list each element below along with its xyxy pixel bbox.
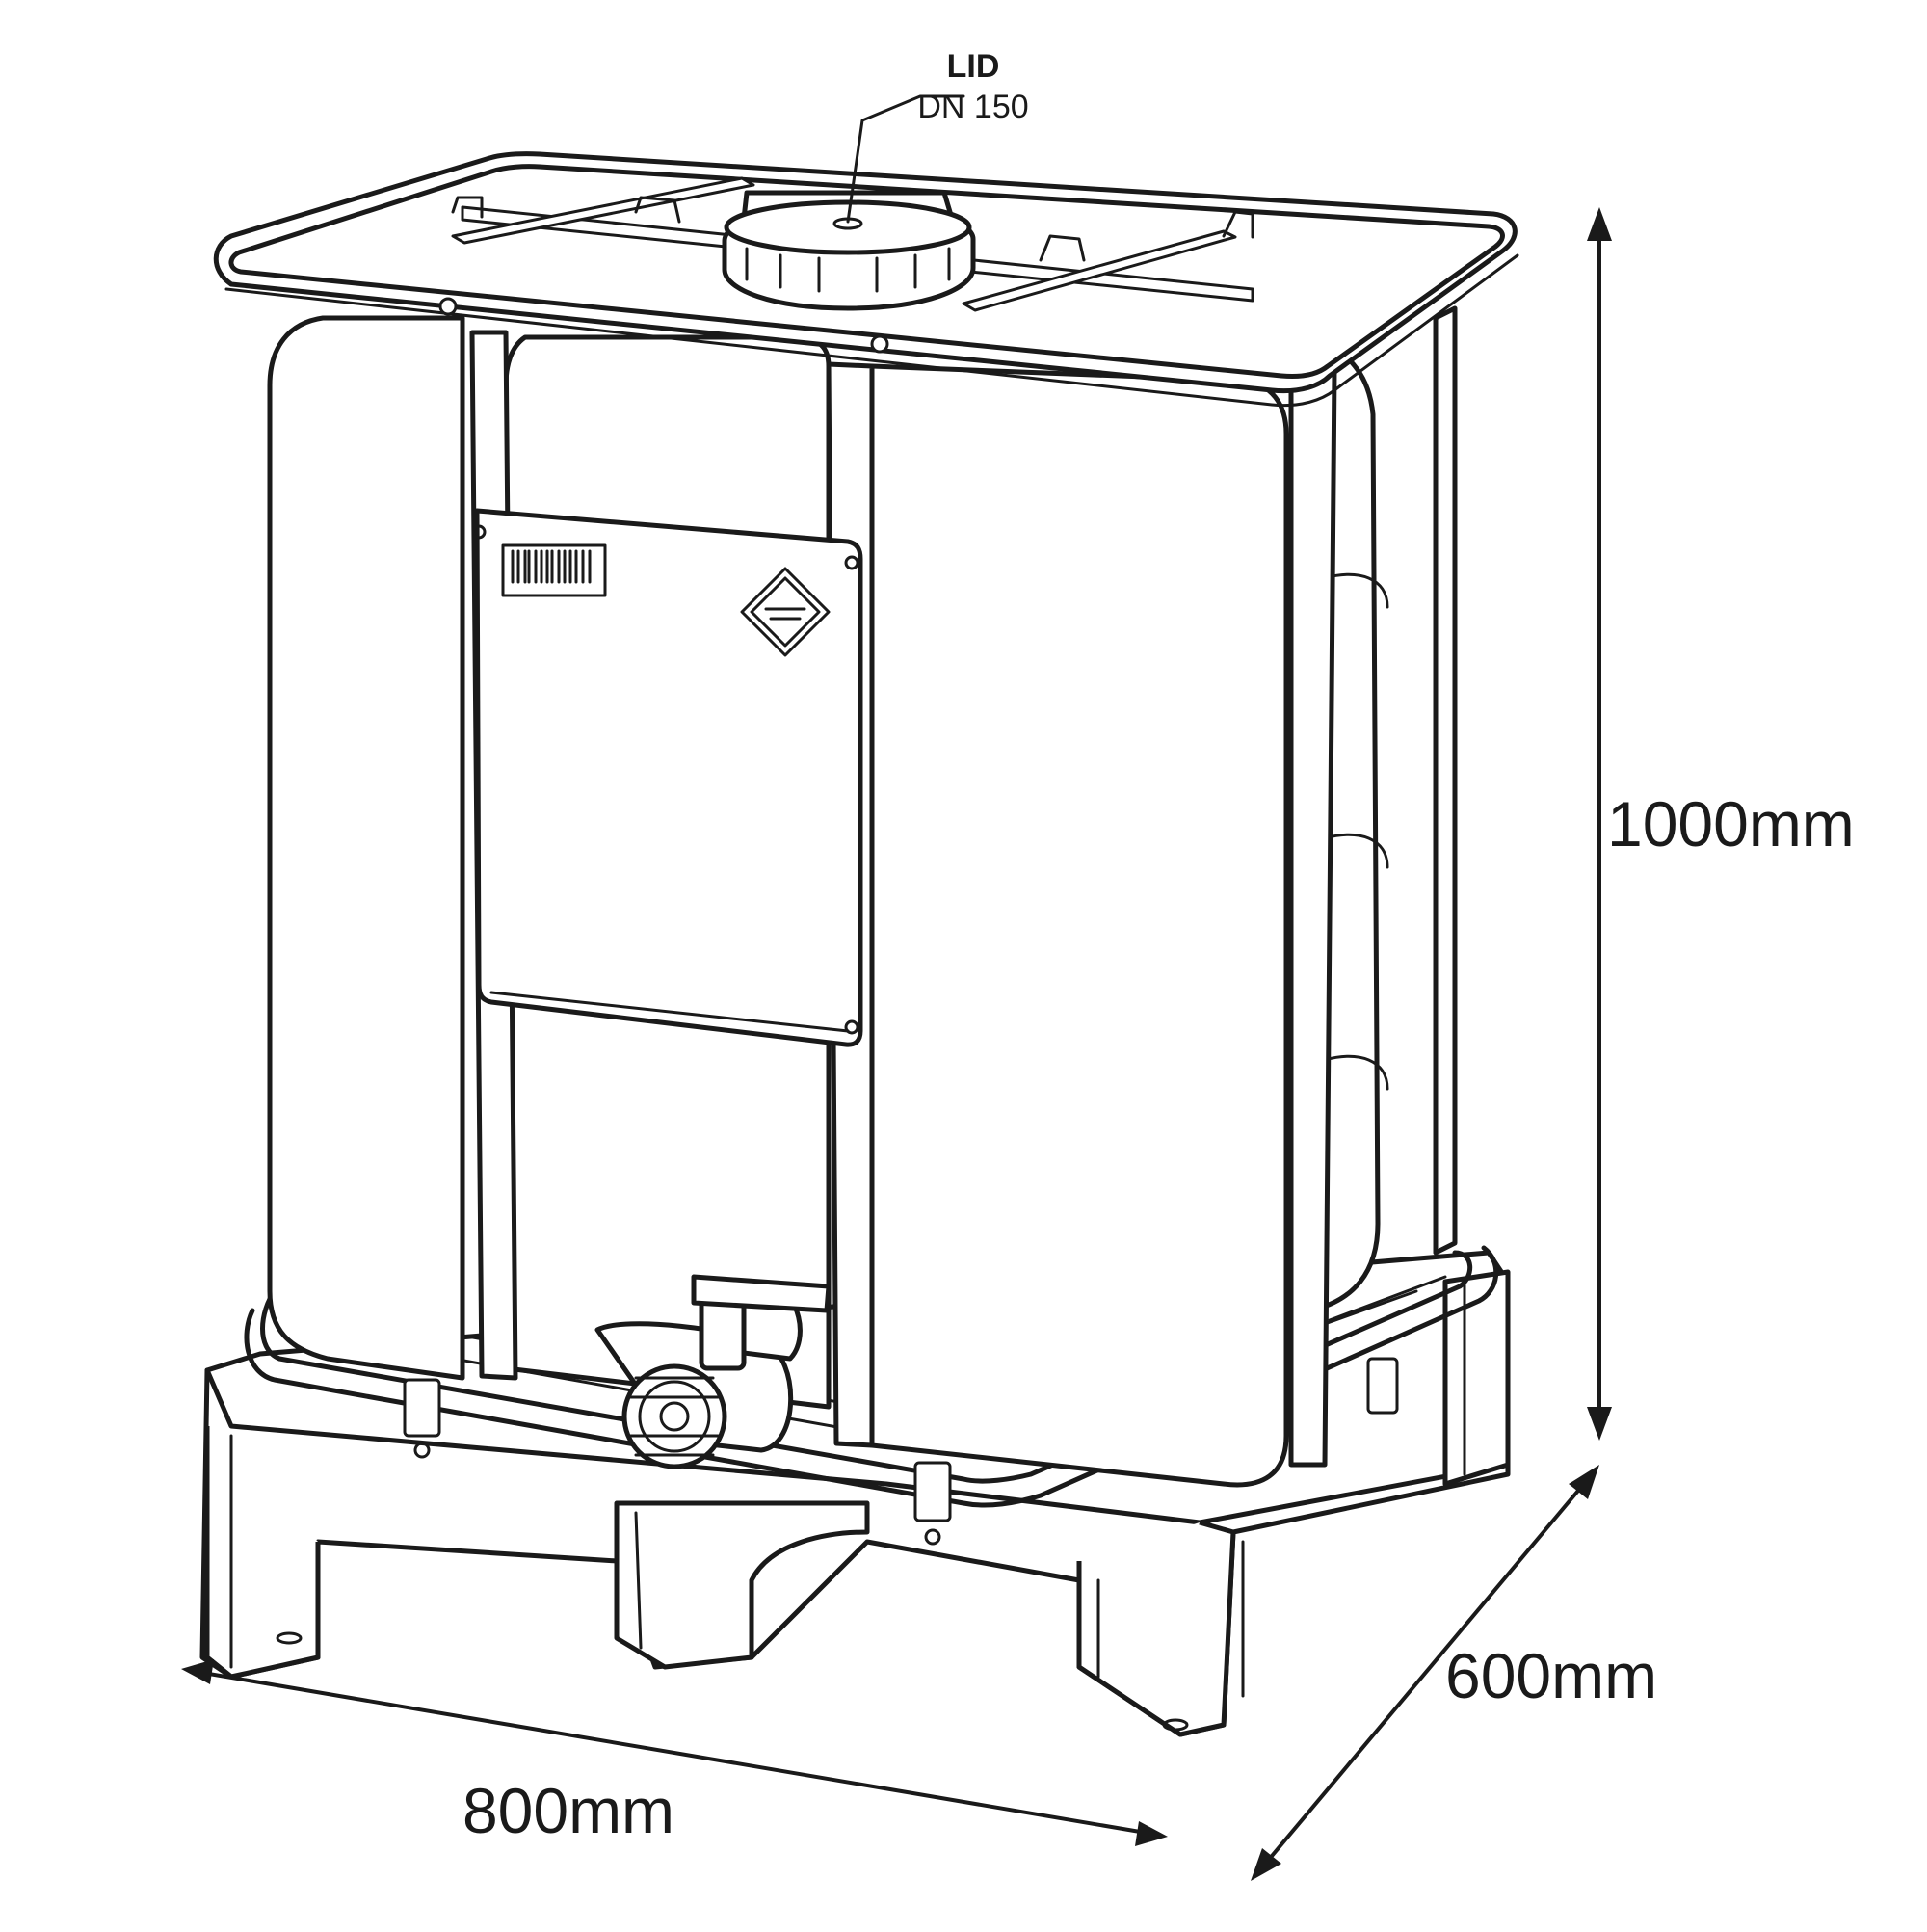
dimension-width-label: 800mm: [462, 1775, 674, 1846]
barcode-icon: [501, 543, 607, 597]
arrowhead-down-left-icon: [1251, 1848, 1281, 1881]
arrowhead-down-icon: [1587, 1407, 1612, 1441]
dimension-depth-label: 600mm: [1445, 1640, 1657, 1711]
dimension-height-label: 1000mm: [1607, 788, 1855, 860]
arrowhead-up-right-icon: [1569, 1465, 1599, 1499]
dimension-width: 800mm: [181, 1659, 1168, 1846]
arrowhead-right-icon: [1135, 1821, 1168, 1846]
valve-handle: [691, 1274, 832, 1313]
arrowhead-up-icon: [1587, 207, 1612, 241]
lid-callout-spec: DN 150: [917, 89, 1028, 125]
lid-callout-title: LID: [947, 48, 1000, 85]
lid-cap: [722, 190, 976, 311]
lid-callout: LID DN 150: [846, 48, 1029, 224]
clamp: [1366, 1357, 1399, 1415]
hazard-diamond-icon: [740, 567, 831, 657]
outlet-valve: [594, 1274, 832, 1469]
clamp: [913, 1461, 952, 1522]
dimension-depth: 600mm: [1251, 1465, 1657, 1881]
label-plate: [471, 508, 863, 1047]
dimension-height: 1000mm: [1587, 207, 1855, 1441]
arrowhead-left-icon: [181, 1659, 214, 1684]
clamp: [403, 1378, 441, 1438]
